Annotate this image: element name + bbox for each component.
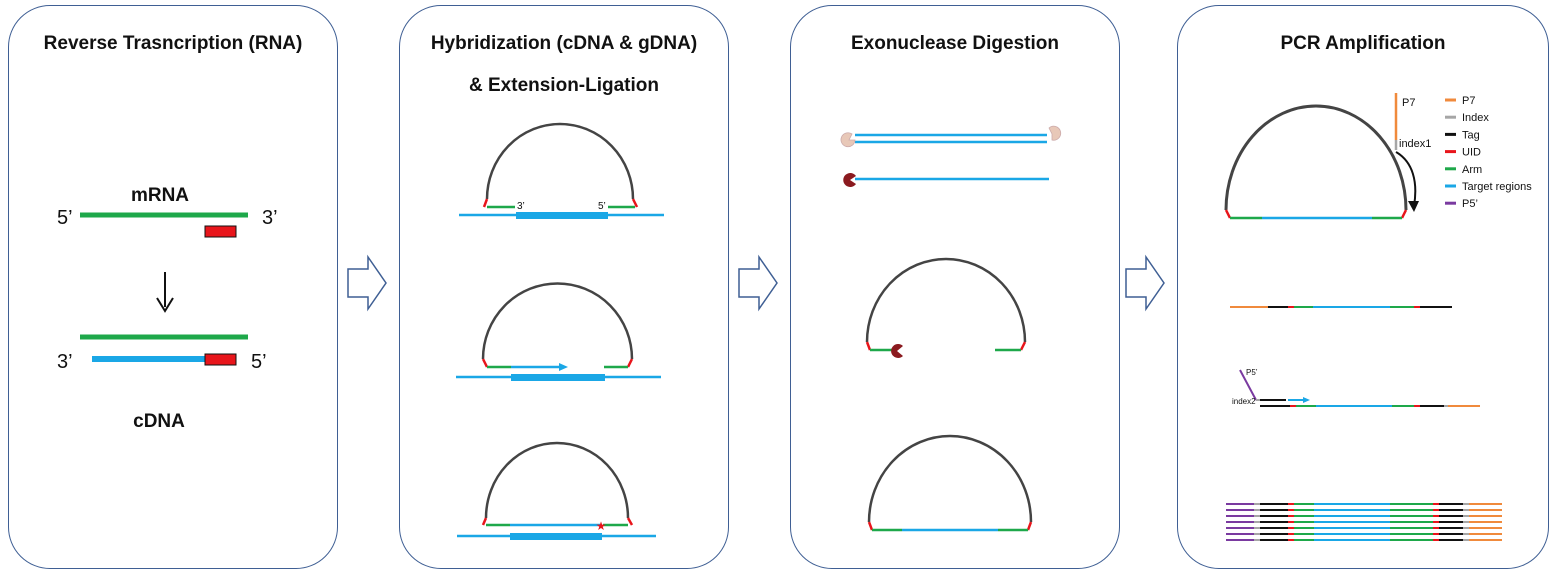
exonuclease-icon — [891, 344, 903, 358]
probe-backbone — [481, 282, 634, 360]
uid-segment — [631, 198, 639, 208]
exonuclease-icon — [840, 132, 856, 148]
panel-subtitle: & Extension-Ligation — [469, 75, 659, 96]
exonuclease-icon — [843, 173, 856, 187]
hyb-step-1: 3’ 5’ — [459, 122, 664, 219]
extension-arrow-head — [559, 363, 568, 371]
pcr-second-priming: P5’ index2 — [1232, 368, 1480, 407]
target-region — [510, 533, 602, 540]
hyb-step-3: ★ — [457, 441, 656, 540]
hyb-step-2 — [456, 282, 661, 381]
uid-segment — [626, 358, 634, 368]
panel-title: Hybridization (cDNA & gDNA) — [430, 33, 698, 54]
target-region — [516, 212, 608, 219]
priming-arrow — [1395, 151, 1417, 207]
legend-label: Tag — [1462, 129, 1480, 141]
exo-linear-duplex — [840, 125, 1062, 148]
probe-backbone — [865, 257, 1027, 343]
p5-label: P5’ — [1246, 368, 1258, 377]
pcr-circular-probe: P7 index1 — [1224, 93, 1431, 220]
uid-segment — [1400, 209, 1408, 219]
cdna-label: cDNA — [133, 411, 185, 432]
panel-pcr: PCR Amplification — [1177, 5, 1549, 569]
p5-primer — [1239, 369, 1257, 401]
down-arrow-head — [156, 297, 174, 313]
three-prime-label: 3’ — [262, 207, 278, 229]
uid-segment — [1224, 209, 1232, 219]
legend-label: Index — [1462, 112, 1489, 124]
legend-label: UID — [1462, 147, 1481, 159]
probe-backbone — [484, 441, 630, 519]
uid-segment — [482, 198, 489, 208]
priming-arrow-head — [1408, 201, 1419, 212]
five-prime-label: 5’ — [251, 351, 267, 373]
panel-title: Exonuclease Digestion — [850, 33, 1059, 54]
legend-label: Target regions — [1462, 181, 1532, 193]
legend-label: P7 — [1462, 95, 1475, 107]
primer — [204, 353, 237, 366]
uid-segment — [1019, 341, 1027, 351]
exo-circular-probe — [867, 434, 1033, 532]
uid-segment — [865, 341, 872, 351]
uid-segment — [626, 517, 634, 526]
panel-title: PCR Amplification — [1280, 33, 1446, 54]
exo-linear-single — [843, 173, 1049, 187]
legend-label: P5’ — [1462, 198, 1478, 210]
ligation-star-icon: ★ — [596, 519, 607, 533]
uid-segment — [481, 358, 489, 368]
panel-reverse-transcription: Reverse Trasncription (RNA) — [8, 5, 338, 569]
uid-segment — [1026, 521, 1033, 531]
amplified-library — [1226, 503, 1502, 541]
panel-exonuclease: Exonuclease Digestion — [790, 5, 1120, 569]
index1-label: index1 — [1399, 138, 1431, 150]
three-prime-label: 3’ — [517, 201, 525, 212]
flow-arrow — [347, 254, 387, 312]
panel-hybridization: Hybridization (cDNA & gDNA) & Extension-… — [399, 5, 729, 569]
primer — [204, 225, 237, 238]
rt-diagram: mRNA 5’ 3’ 3’ 5’ cDNA — [57, 185, 278, 432]
flow-arrow — [1125, 254, 1165, 312]
uid-segment — [481, 517, 488, 526]
probe-backbone — [1224, 104, 1408, 211]
five-prime-label: 5’ — [598, 201, 606, 212]
probe-backbone — [485, 122, 635, 200]
five-prime-label: 5’ — [57, 207, 73, 229]
target-region — [511, 374, 605, 381]
exonuclease-icon — [1048, 125, 1062, 141]
p7-label: P7 — [1402, 97, 1415, 109]
uid-segment — [867, 521, 874, 531]
panel-title: Reverse Trasncription (RNA) — [43, 33, 303, 54]
probe-backbone — [867, 434, 1033, 523]
three-prime-label: 3’ — [57, 351, 73, 373]
mrna-label: mRNA — [131, 185, 189, 206]
index2-label: index2 — [1232, 397, 1256, 406]
flow-arrow — [738, 254, 778, 312]
extension-arrow-head — [1303, 397, 1310, 403]
exo-open-probe — [865, 257, 1027, 358]
legend-label: Arm — [1462, 164, 1482, 176]
